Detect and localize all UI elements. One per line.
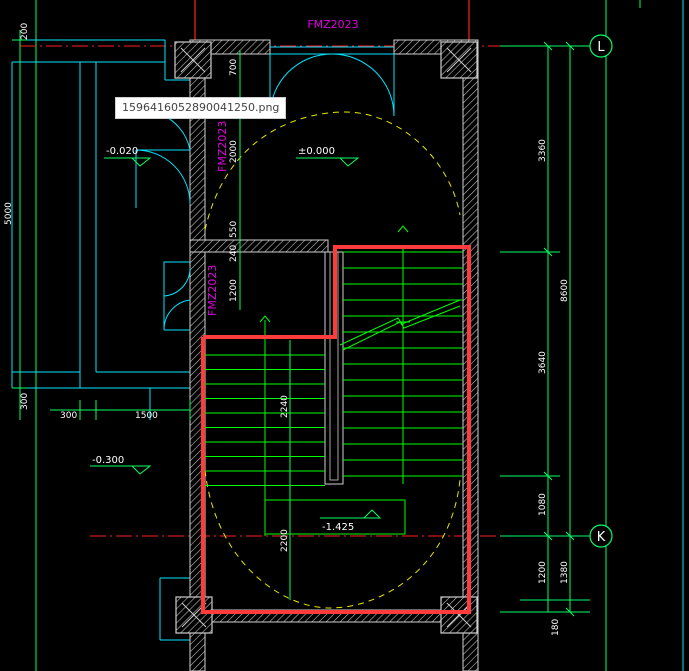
dim-2200: 2200 — [280, 529, 290, 552]
dim-2240: 2240 — [280, 395, 290, 418]
dim-1500: 1500 — [135, 411, 158, 421]
right-dimensions — [12, 30, 590, 617]
axis-label-bottom: K — [597, 530, 606, 545]
reference-lines — [35, 0, 684, 671]
axis-bubbles: L K — [589, 34, 613, 548]
dim-300: 300 — [60, 411, 77, 421]
dim-200: 200 — [20, 23, 30, 40]
dim-300-vertical: 300 — [20, 393, 30, 410]
filename-tooltip: 1596416052890041250.png — [115, 97, 287, 119]
highlight-outline — [201, 245, 471, 614]
door-label-top: FMZ2023 — [307, 18, 358, 31]
dim-2000: 2000 — [229, 140, 239, 163]
dimension-texts: 200 5000 300 300 1500 700 2000 550 240 1… — [4, 23, 570, 636]
dim-3360: 3360 — [538, 139, 548, 162]
door-label-lower: FMZ2023 — [206, 265, 219, 316]
dim-700: 700 — [229, 59, 239, 76]
left-structure — [11, 39, 190, 641]
dim-5000: 5000 — [4, 202, 14, 225]
door-label-middle: FMZ2023 — [216, 121, 229, 172]
dim-1200-right: 1200 — [538, 561, 548, 584]
dim-1380: 1380 — [560, 561, 570, 584]
axis-label-top: L — [597, 40, 605, 55]
level-markers: -0.020 ±0.000 -0.300 -1.425 — [90, 146, 382, 533]
dim-180: 180 — [551, 619, 561, 636]
dim-1080: 1080 — [538, 493, 548, 516]
door-labels: FMZ2023 FMZ2023 FMZ2023 — [206, 18, 359, 316]
level-pit: -1.425 — [322, 522, 354, 533]
level-upper-left: -0.020 — [106, 146, 138, 157]
dim-240: 240 — [229, 245, 239, 262]
dim-1200: 1200 — [229, 279, 239, 302]
level-lower-left: -0.300 — [92, 455, 124, 466]
level-landing: ±0.000 — [298, 146, 335, 157]
stair-direction — [259, 225, 461, 536]
dim-3640: 3640 — [538, 351, 548, 374]
dim-550: 550 — [229, 221, 239, 238]
dim-8600: 8600 — [560, 279, 570, 302]
